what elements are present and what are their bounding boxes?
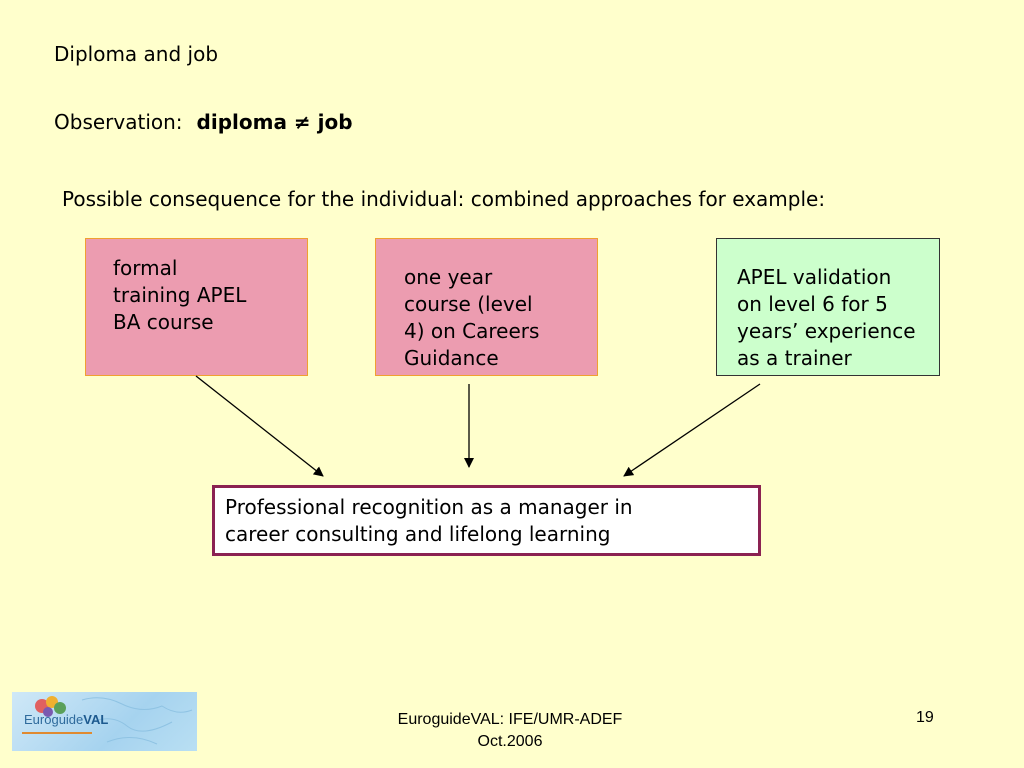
box-line: on level 6 for 5 — [737, 292, 888, 316]
slide-title: Diploma and job — [54, 42, 219, 66]
result-line: Professional recognition as a manager in — [225, 495, 633, 519]
logo-wordmark: EuroguideVAL — [24, 712, 109, 727]
arrow-right — [623, 383, 761, 477]
result-box-professional-recognition: Professional recognition as a manager in… — [212, 485, 761, 556]
box-line: training APEL — [113, 283, 247, 307]
box-line: Guidance — [404, 346, 499, 370]
result-line: career consulting and lifelong learning — [225, 522, 611, 546]
approach-box-one-year-course: one year course (level 4) on Careers Gui… — [375, 238, 598, 376]
footer-credit: EuroguideVAL: IFE/UMR-ADEF Oct.2006 — [330, 709, 690, 753]
observation-label: Observation: — [54, 110, 183, 134]
observation: Observation: diploma ≠ job — [54, 110, 353, 134]
box-line: formal — [113, 256, 178, 280]
box-line: 4) on Careers — [404, 319, 540, 343]
intro-text: Possible consequence for the individual:… — [62, 187, 826, 211]
footer-line-1: EuroguideVAL: IFE/UMR-ADEF — [397, 711, 623, 728]
box-line: years’ experience — [737, 319, 916, 343]
map-watermark-icon — [22, 696, 193, 745]
euroguideval-logo: EuroguideVAL — [12, 692, 197, 751]
footer-line-2: Oct.2006 — [477, 733, 543, 750]
arrow-left — [195, 375, 324, 477]
approach-box-formal-training: formal training APEL BA course — [85, 238, 308, 376]
box-line: course (level — [404, 292, 533, 316]
box-line: APEL validation — [737, 265, 892, 289]
box-line: as a trainer — [737, 346, 852, 370]
box-line: one year — [404, 265, 493, 289]
page-number: 19 — [916, 709, 934, 726]
box-line: BA course — [113, 310, 214, 334]
approach-box-apel-validation: APEL validation on level 6 for 5 years’ … — [716, 238, 940, 376]
observation-value: diploma ≠ job — [196, 110, 353, 134]
